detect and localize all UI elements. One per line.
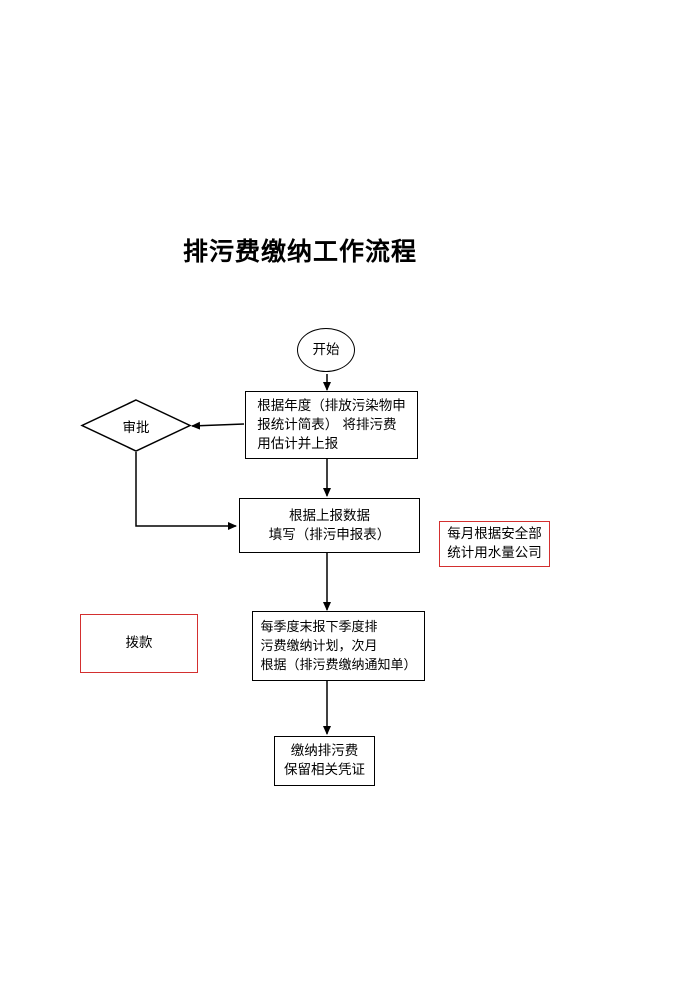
node-monthly: 每月根据安全部 统计用水量公司 xyxy=(439,521,550,567)
arrow-approve-to-fill xyxy=(135,452,237,530)
node-start-label: 开始 xyxy=(312,341,340,358)
node-fill-label: 根据上报数据 填写（排污申报表） xyxy=(268,507,391,543)
node-allocate-label: 拨款 xyxy=(125,635,153,651)
node-approve: 审批 xyxy=(80,399,192,452)
node-fill: 根据上报数据 填写（排污申报表） xyxy=(239,498,420,553)
node-quarterly: 每季度末报下季度排 污费缴纳计划，次月 根据（排污费缴纳通知单） xyxy=(252,611,425,681)
node-approve-label: 审批 xyxy=(122,419,150,436)
approve-diamond-shape xyxy=(80,399,192,452)
node-allocate: 拨款 xyxy=(80,614,198,673)
node-monthly-label: 每月根据安全部 统计用水量公司 xyxy=(447,526,542,561)
node-quarterly-label: 每季度末报下季度排 污费缴纳计划，次月 根据（排污费缴纳通知单） xyxy=(260,619,417,673)
page-title: 排污费缴纳工作流程 xyxy=(183,237,418,266)
node-estimate-label: 根据年度（排放污染物申 报统计简表） 将排污费 用估计并上报 xyxy=(257,397,406,452)
node-pay-label: 缴纳排污费 保留相关凭证 xyxy=(284,743,365,778)
node-estimate: 根据年度（排放污染物申 报统计简表） 将排污费 用估计并上报 xyxy=(245,391,418,459)
node-pay: 缴纳排污费 保留相关凭证 xyxy=(274,736,375,786)
node-start: 开始 xyxy=(297,328,355,372)
arrow-estimate-to-approve xyxy=(191,421,245,430)
